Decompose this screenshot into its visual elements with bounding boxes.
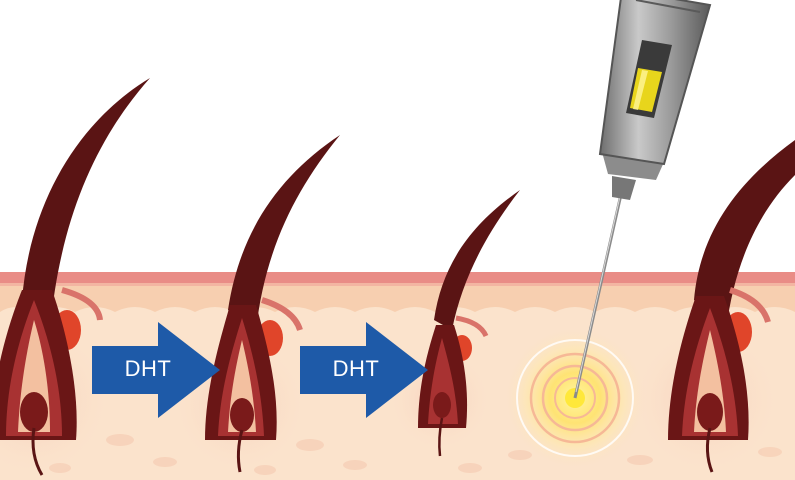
skin-surface (0, 272, 795, 284)
arrow-right-icon (300, 322, 428, 418)
dht-label: DHT (332, 356, 380, 381)
dht-label: DHT (124, 356, 172, 381)
dht-arrow: DHT (92, 322, 220, 418)
syringe-icon (573, 0, 712, 399)
hair-follicle-icon (0, 78, 150, 478)
hair-follicle-icon (631, 140, 795, 475)
dht-arrow: DHT (300, 322, 428, 418)
epidermis-layer (0, 282, 795, 312)
arrow-right-icon (92, 322, 220, 418)
